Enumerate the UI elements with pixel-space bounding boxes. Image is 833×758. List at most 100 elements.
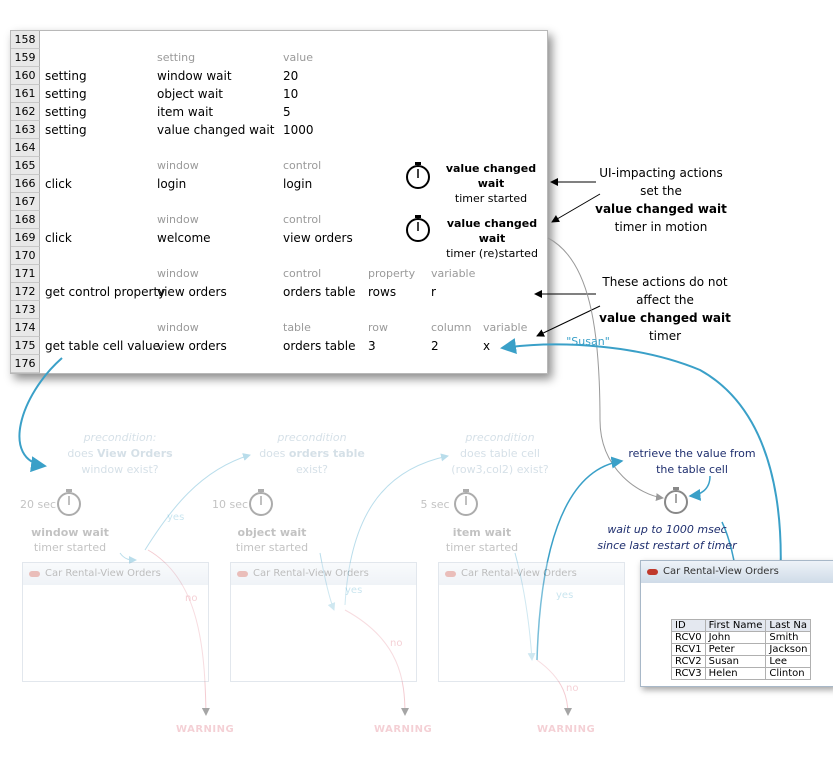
sheet-cell[interactable]: x xyxy=(483,339,491,353)
sheet-cell[interactable]: 3 xyxy=(368,339,376,353)
column-header[interactable]: control xyxy=(283,267,322,280)
row-number: 167 xyxy=(11,193,40,211)
sheet-cell[interactable]: setting xyxy=(45,123,87,137)
stopwatch-icon xyxy=(406,162,430,189)
sheet-cell[interactable]: login xyxy=(283,177,313,191)
sheet-cell[interactable]: window wait xyxy=(157,69,232,83)
timer-name: object wait xyxy=(237,526,307,539)
table-cell[interactable]: RCV3 xyxy=(671,667,706,680)
row-number: 161 xyxy=(11,85,40,103)
column-header[interactable]: row xyxy=(368,321,389,334)
precondition-text: precondition does table cell (row3,col2)… xyxy=(451,431,549,476)
sheet-cell[interactable]: click xyxy=(45,177,72,191)
sheet-cell[interactable]: r xyxy=(431,285,436,299)
sheet-row: 167 xyxy=(11,193,547,211)
sheet-cell[interactable]: value changed wait xyxy=(157,123,275,137)
row-number: 173 xyxy=(11,301,40,319)
sheet-row: 164 xyxy=(11,139,547,157)
timer-name: window wait xyxy=(31,526,109,539)
sheet-cell[interactable]: login xyxy=(157,177,187,191)
timer-status: timer started xyxy=(235,541,309,554)
table-cell[interactable]: Smith xyxy=(765,631,812,644)
column-header[interactable]: value xyxy=(283,51,314,64)
column-header[interactable]: window xyxy=(157,159,199,172)
row-number: 169 xyxy=(11,229,40,247)
sheet-cell[interactable]: get table cell value xyxy=(45,339,160,353)
sheet-cell[interactable]: click xyxy=(45,231,72,245)
row-number: 174 xyxy=(11,319,40,337)
table-cell[interactable]: Lee xyxy=(765,655,812,668)
table-cell[interactable]: Helen xyxy=(704,667,767,680)
column-header[interactable]: window xyxy=(157,213,199,226)
sheet-row: 162 setting item wait 5 xyxy=(11,103,547,121)
warning-label: WARNING xyxy=(176,724,235,735)
column-header[interactable]: window xyxy=(157,267,199,280)
column-header[interactable]: control xyxy=(283,213,322,226)
sheet-cell[interactable]: 1000 xyxy=(283,123,314,137)
stopwatch-icon xyxy=(454,489,478,516)
sheet-cell[interactable]: orders table xyxy=(283,285,356,299)
sheet-cell[interactable]: item wait xyxy=(157,105,214,119)
sheet-cell[interactable]: 10 xyxy=(283,87,299,101)
column-header[interactable]: setting xyxy=(157,51,196,64)
table-cell[interactable]: John xyxy=(704,631,767,644)
sheet-cell[interactable]: welcome xyxy=(157,231,211,245)
column-header[interactable]: property xyxy=(368,267,416,280)
sheet-cell[interactable]: view orders xyxy=(283,231,353,245)
sheet-cell[interactable]: orders table xyxy=(283,339,356,353)
susan-value-label: "Susan" xyxy=(566,335,610,348)
column-header[interactable]: control xyxy=(283,159,322,172)
row-number: 160 xyxy=(11,67,40,85)
column-header[interactable]: column xyxy=(431,321,472,334)
column-header[interactable]: window xyxy=(157,321,199,334)
yes-label: yes xyxy=(556,590,574,601)
table-cell[interactable]: Peter xyxy=(704,643,767,656)
sheet-cell[interactable]: setting xyxy=(45,69,87,83)
row-number: 158 xyxy=(11,31,40,49)
sheet-cell[interactable]: view orders xyxy=(157,339,227,353)
row-number: 176 xyxy=(11,355,40,373)
sheet-cell[interactable]: 20 xyxy=(283,69,299,83)
app-window: Car Rental-View Orders xyxy=(22,562,209,682)
column-header[interactable]: table xyxy=(283,321,311,334)
sheet-cell[interactable]: rows xyxy=(368,285,397,299)
table-cell[interactable]: Clinton xyxy=(765,667,812,680)
column-header[interactable]: variable xyxy=(483,321,528,334)
sheet-cell[interactable]: 5 xyxy=(283,105,291,119)
sheet-cell[interactable]: object wait xyxy=(157,87,223,101)
timer-status: timer started xyxy=(33,541,107,554)
row-number: 162 xyxy=(11,103,40,121)
sheet-cell[interactable]: setting xyxy=(45,87,87,101)
stopwatch-icon xyxy=(249,489,273,516)
table-cell[interactable]: Jackson xyxy=(765,643,812,656)
sheet-cell[interactable]: 2 xyxy=(431,339,439,353)
sheet-cell[interactable]: view orders xyxy=(157,285,227,299)
precondition-text: precondition does orders table exist? xyxy=(259,431,365,476)
table-cell[interactable]: RCV2 xyxy=(671,655,706,668)
row-number: 164 xyxy=(11,139,40,157)
sheet-cell[interactable]: setting xyxy=(45,105,87,119)
table-cell[interactable]: Susan xyxy=(704,655,767,668)
sheet-row: 176 xyxy=(11,355,547,373)
sheet-row: 174 window table row column variable xyxy=(11,319,547,337)
sheet-cell[interactable]: get control property xyxy=(45,285,166,299)
table-cell[interactable]: RCV1 xyxy=(671,643,706,656)
table-cell[interactable]: RCV0 xyxy=(671,631,706,644)
column-header[interactable]: variable xyxy=(431,267,476,280)
no-label: no xyxy=(390,638,403,649)
